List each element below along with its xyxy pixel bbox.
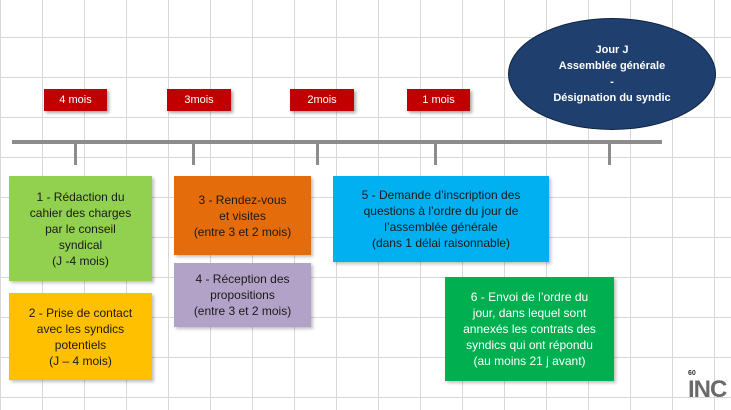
timeline-tick	[192, 141, 195, 165]
step-3-box: 3 - Rendez-vous et visites (entre 3 et 2…	[174, 176, 311, 255]
timeline-tick	[434, 141, 437, 165]
step-6-text: 6 - Envoi de l’ordre du jour, dans leque…	[463, 290, 596, 368]
step-6-box: 6 - Envoi de l’ordre du jour, dans leque…	[445, 277, 614, 381]
step-3-text: 3 - Rendez-vous et visites (entre 3 et 2…	[193, 192, 292, 239]
milestone-2-mois: 2mois	[290, 89, 354, 111]
milestone-label: 1 mois	[422, 94, 455, 106]
inc-logo: 60 INC	[688, 370, 727, 406]
logo-text: INC	[688, 376, 727, 403]
milestone-3-mois: 3mois	[167, 89, 231, 111]
milestone-4-mois: 4 mois	[44, 89, 107, 111]
logo-number: 60	[688, 370, 696, 377]
final-event-text: Jour J Assemblée générale - Désignation …	[553, 44, 671, 104]
step-5-box: 5 - Demande d’inscription des questions …	[333, 176, 549, 262]
milestone-label: 4 mois	[59, 94, 92, 106]
timeline-tick	[74, 141, 77, 165]
step-4-text: 4 - Réception des propositions (entre 3 …	[193, 272, 292, 318]
milestone-label: 2mois	[307, 94, 337, 106]
timeline-tick	[608, 141, 611, 165]
step-2-box: 2 - Prise de contact avec les syndics po…	[9, 293, 152, 380]
timeline-axis	[12, 140, 662, 144]
step-4-box: 4 - Réception des propositions (entre 3 …	[174, 263, 311, 327]
step-2-text: 2 - Prise de contact avec les syndics po…	[28, 305, 133, 368]
milestone-1-mois: 1 mois	[407, 89, 470, 111]
milestone-label: 3mois	[184, 94, 214, 106]
final-event-ellipse: Jour J Assemblée générale - Désignation …	[508, 18, 716, 130]
step-1-text: 1 - Rédaction du cahier des charges par …	[29, 189, 132, 268]
timeline-tick	[316, 141, 319, 165]
step-1-box: 1 - Rédaction du cahier des charges par …	[9, 176, 152, 281]
step-5-text: 5 - Demande d’inscription des questions …	[361, 188, 521, 250]
